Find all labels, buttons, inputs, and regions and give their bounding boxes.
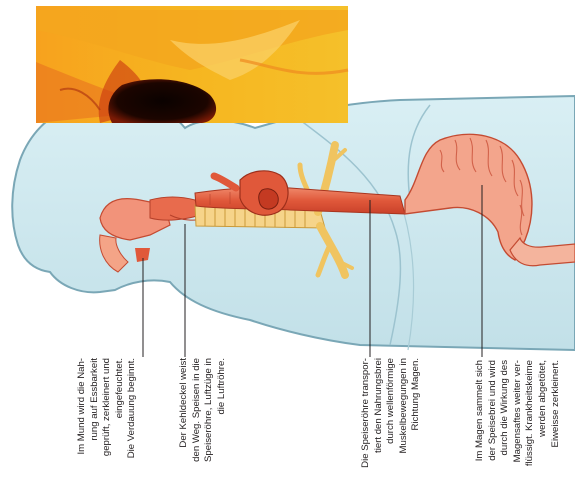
caption-stomach: Im Magen sammelt sich der Speisebrei und…: [474, 360, 562, 484]
endoscopy-photo: [36, 6, 348, 123]
caption-line: Magensaftes weiter ver-: [512, 360, 525, 484]
caption-line: Richtung Magen.: [410, 358, 423, 478]
caption-line: den Weg. Speisen in die: [191, 358, 204, 478]
caption-line: flüssigt. Krankheitskeime: [524, 360, 537, 484]
caption-line: Im Magen sammelt sich: [474, 360, 487, 484]
caption-line: Die Verdauung beginnt.: [126, 358, 139, 478]
caption-line: Speiseröhre, Luftzüge in: [203, 358, 216, 478]
caption-line: Der Kehldeckel weist: [178, 358, 191, 478]
caption-line: Im Mund wird die Nah-: [76, 358, 89, 478]
caption-line: der Speisebrei und wird: [487, 360, 500, 484]
caption-line: durch die Wirkung des: [499, 360, 512, 484]
caption-line: Die Speiseröhre transpor-: [360, 358, 373, 478]
caption-line: geprüft, zerkleinert und: [101, 358, 114, 478]
caption-line: durch wellenförmige: [385, 358, 398, 478]
caption-line: tiert den Nahrungsbrei: [373, 358, 386, 478]
caption-line: werden abgetötet,: [537, 360, 550, 484]
caption-mouth: Im Mund wird die Nah- rung auf Essbarkei…: [76, 358, 139, 478]
caption-line: Eiweisse zerkleinert.: [550, 360, 563, 484]
caption-epiglottis: Der Kehldeckel weist den Weg. Speisen in…: [178, 358, 228, 478]
caption-line: eingefeuchtet.: [114, 358, 127, 478]
caption-line: rung auf Essbarkeit: [89, 358, 102, 478]
caption-esophagus: Die Speiseröhre transpor- tiert den Nahr…: [360, 358, 423, 478]
caption-line: Muskelbewegungen in: [398, 358, 411, 478]
caption-line: die Luftröhre.: [216, 358, 229, 478]
